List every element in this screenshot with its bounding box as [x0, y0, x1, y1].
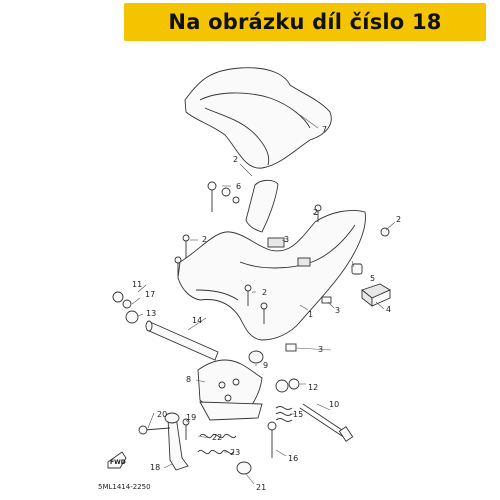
callout-6: 6 [236, 182, 241, 191]
callout-7: 7 [322, 125, 327, 134]
callout-9: 9 [263, 361, 268, 370]
callout-13: 13 [146, 309, 156, 318]
callout-23: 23 [230, 448, 240, 457]
small-bolts-part [174, 204, 390, 352]
callout-8: 8 [186, 375, 191, 384]
upper-bracket-part [245, 179, 279, 233]
seat-pad-part [184, 67, 332, 169]
callout-10: 10 [329, 400, 339, 409]
callout-2: 2 [313, 208, 318, 217]
callout-11: 11 [132, 280, 142, 289]
callout-18: 18 [150, 463, 160, 472]
part-number-banner: Na obrázku díl číslo 18 [124, 3, 486, 41]
bolt-6-part [207, 181, 240, 212]
spring-22-part [199, 433, 237, 439]
callout-2: 2 [233, 155, 238, 164]
nut-12-part [275, 378, 300, 393]
callout-17: 17 [145, 290, 155, 299]
bolt-10-part [299, 403, 354, 442]
callout-4: 4 [386, 305, 391, 314]
main-frame-part [177, 210, 366, 341]
callout-19: 19 [186, 413, 196, 422]
callout-15: 15 [293, 410, 303, 419]
side-stand-part [164, 412, 189, 471]
callout-2: 2 [262, 288, 267, 297]
stand-bracket-part [197, 359, 263, 421]
callout-2: 2 [396, 215, 401, 224]
callout-21: 21 [256, 483, 266, 492]
bushing-9-part [248, 350, 264, 364]
pin-19-part [182, 418, 190, 440]
callout-3: 3 [318, 345, 323, 354]
stopper-21-part [236, 461, 252, 475]
forward-arrow-icon: FWD [107, 451, 127, 469]
drawing-code: 5ML1414-2250 [98, 483, 151, 491]
callout-5: 5 [370, 274, 375, 283]
spring-15-part [275, 406, 293, 422]
callout-12: 12 [308, 383, 318, 392]
callout-20: 20 [157, 410, 167, 419]
bolt-20-part [138, 425, 171, 435]
banner-text: Na obrázku díl číslo 18 [168, 10, 442, 34]
callout-labels: 7 2 6 2 2 2 3 5 1 3 4 3 2 11 17 13 14 8 … [132, 125, 401, 492]
callout-16: 16 [288, 454, 298, 463]
block-4-part [361, 283, 391, 307]
washer-group-part [112, 291, 139, 324]
svg-text:FWD: FWD [110, 459, 126, 466]
grommet-5-part [351, 263, 363, 275]
callout-3: 3 [335, 306, 340, 315]
bolt-16-part [267, 421, 277, 458]
leader-lines [131, 114, 396, 485]
callout-2: 2 [202, 235, 207, 244]
spring-23-part [197, 449, 235, 455]
callout-14: 14 [192, 316, 202, 325]
callout-1: 1 [308, 310, 313, 319]
callout-22: 22 [212, 433, 222, 442]
rod-14-part [145, 320, 219, 361]
callout-3: 3 [284, 235, 289, 244]
